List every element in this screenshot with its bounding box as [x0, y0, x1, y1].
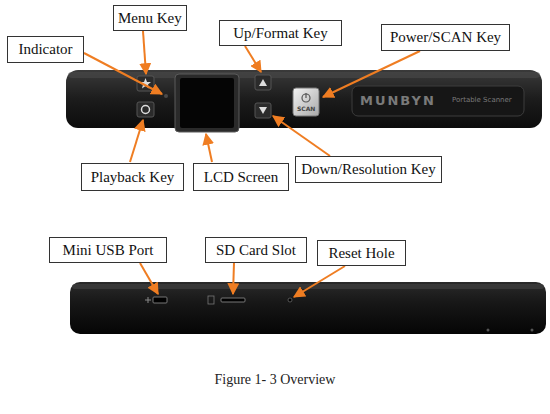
indicator-led	[164, 94, 168, 98]
callout-text: Down/Resolution Key	[301, 161, 436, 178]
reset-hole	[288, 298, 292, 302]
callout-box: SD Card Slot	[205, 237, 307, 263]
down-key	[255, 103, 271, 118]
callout-box: Indicator	[7, 36, 84, 63]
up-key	[255, 75, 271, 90]
callout-box: Reset Hole	[317, 240, 406, 266]
callout-box: Mini USB Port	[49, 237, 167, 263]
callout-box: Menu Key	[113, 5, 187, 31]
lcd-screen	[175, 74, 239, 132]
callout-text: Mini USB Port	[63, 242, 154, 259]
callout-text: LCD Screen	[204, 169, 279, 186]
callout-text: Up/Format Key	[233, 25, 328, 42]
callout-box: LCD Screen	[193, 163, 289, 191]
scan-button	[293, 88, 319, 116]
callout-box: Power/SCAN Key	[381, 24, 510, 51]
figure-caption: Figure 1- 3 Overview	[0, 372, 550, 388]
callout-text: Playback Key	[91, 169, 175, 186]
callout-text: SD Card Slot	[216, 242, 296, 259]
callout-text: Power/SCAN Key	[390, 29, 501, 46]
sd-slot	[221, 298, 245, 302]
scanner-body	[66, 70, 542, 128]
device-print: SCAN	[297, 105, 315, 112]
callout-box: Playback Key	[81, 163, 184, 191]
usb-port	[153, 297, 167, 303]
playback-key	[137, 102, 154, 117]
callout-box: Down/Resolution Key	[295, 156, 442, 183]
scanner-side	[70, 282, 546, 334]
callout-box: Up/Format Key	[219, 20, 342, 46]
callout-text: Menu Key	[118, 10, 182, 27]
callout-text: Indicator	[18, 41, 72, 58]
device-print: Portable Scanner	[452, 96, 512, 104]
device-print: MUNBYN	[360, 93, 436, 108]
callout-text: Reset Hole	[328, 245, 394, 262]
